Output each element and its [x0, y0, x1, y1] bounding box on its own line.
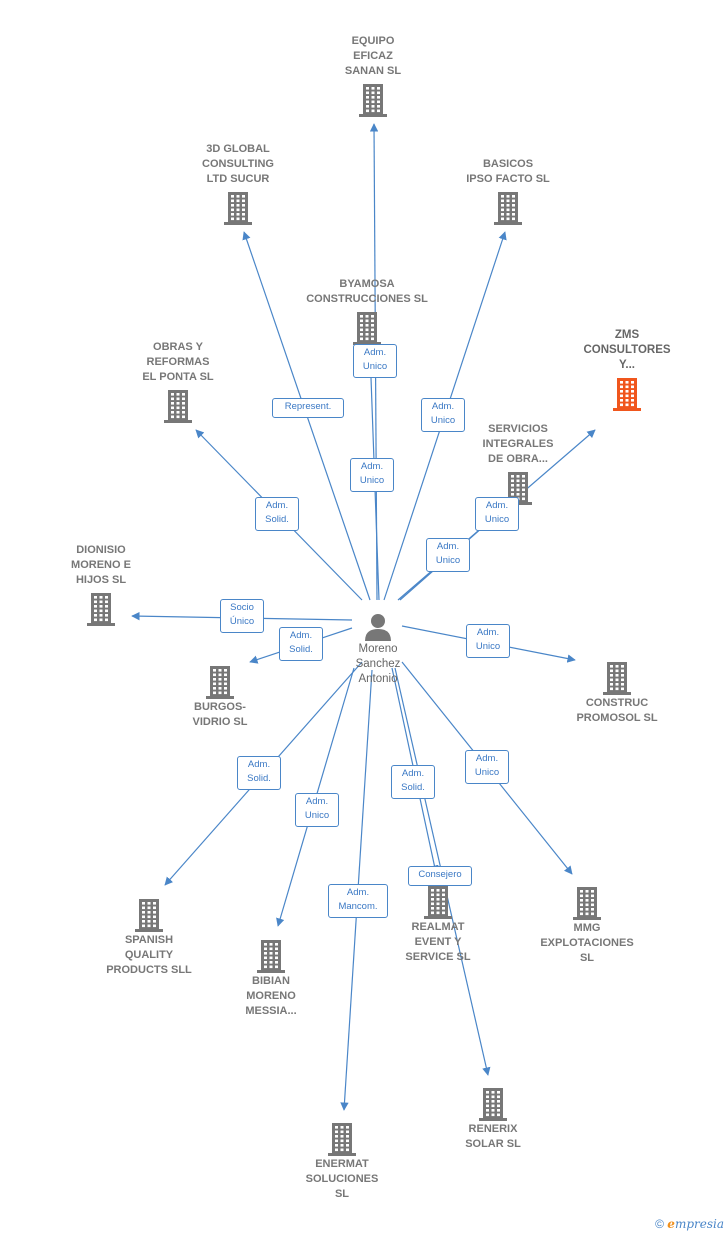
building-icon [206, 666, 234, 699]
company-node-byamosa[interactable]: BYAMOSA CONSTRUCCIONES SL [292, 277, 442, 346]
company-node-burgos[interactable]: BURGOS- VIDRIO SL [145, 661, 295, 730]
relation-label-burgos[interactable]: Adm. Solid. [279, 627, 323, 661]
company-name: BURGOS- VIDRIO SL [192, 701, 248, 728]
company-node-zms[interactable]: ZMS CONSULTORES Y... [552, 328, 702, 412]
company-name: SPANISH QUALITY PRODUCTS SLL [106, 934, 192, 976]
company-node-realmat[interactable]: REALMAT EVENT Y SERVICE SL [363, 881, 513, 965]
relation-label-enermat[interactable]: Adm. Mancom. [328, 884, 388, 918]
relation-label-equipo[interactable]: Adm. Unico [353, 344, 397, 378]
company-node-basicos[interactable]: BASICOS IPSO FACTO SL [433, 157, 583, 226]
company-name: OBRAS Y REFORMAS EL PONTA SL [142, 341, 214, 383]
person-icon [365, 614, 391, 641]
building-icon [328, 1123, 356, 1156]
company-name: 3D GLOBAL CONSULTING LTD SUCUR [202, 143, 274, 185]
footer-brand: © empresia [655, 1217, 724, 1231]
company-name: REALMAT EVENT Y SERVICE SL [405, 921, 471, 963]
building-icon [494, 192, 522, 225]
company-name: BYAMOSA CONSTRUCCIONES SL [306, 278, 428, 305]
relation-label-renerix[interactable]: Consejero [408, 866, 472, 886]
relation-label-dionisio[interactable]: Socio Único [220, 599, 264, 633]
company-node-equipo[interactable]: EQUIPO EFICAZ SANAN SL [298, 34, 448, 118]
company-name: MMG EXPLOTACIONES SL [540, 922, 634, 964]
building-icon [359, 84, 387, 117]
relation-label-basicos[interactable]: Adm. Unico [421, 398, 465, 432]
relation-label-realmat[interactable]: Adm. Solid. [391, 765, 435, 799]
company-node-renerix[interactable]: RENERIX SOLAR SL [418, 1083, 568, 1152]
building-icon [424, 886, 452, 919]
company-node-3dglobal[interactable]: 3D GLOBAL CONSULTING LTD SUCUR [163, 142, 313, 226]
company-name: ENERMAT SOLUCIONES SL [305, 1158, 379, 1200]
company-node-construc[interactable]: CONSTRUC PROMOSOL SL [542, 657, 692, 726]
relation-label-spanish[interactable]: Adm. Solid. [237, 756, 281, 790]
empresia-logo[interactable]: empresia [667, 1217, 724, 1231]
company-node-obras[interactable]: OBRAS Y REFORMAS EL PONTA SL [103, 340, 253, 424]
copyright-icon: © [655, 1217, 664, 1231]
building-icon [224, 192, 252, 225]
person-name: Moreno Sanchez Antonio [355, 643, 401, 685]
building-icon [87, 593, 115, 626]
company-name: DIONISIO MORENO E HIJOS SL [71, 544, 131, 586]
company-node-bibian[interactable]: BIBIAN MORENO MESSIA... [196, 935, 346, 1019]
relation-label-byamosa[interactable]: Adm. Unico [350, 458, 394, 492]
company-node-enermat[interactable]: ENERMAT SOLUCIONES SL [267, 1118, 417, 1202]
company-name: SERVICIOS INTEGRALES DE OBRA... [482, 423, 554, 465]
company-name: BASICOS IPSO FACTO SL [466, 158, 550, 185]
relation-label-zms[interactable]: Adm. Unico [475, 497, 519, 531]
relation-label-3dglobal[interactable]: Represent. [272, 398, 344, 418]
company-name: CONSTRUC PROMOSOL SL [576, 697, 658, 724]
building-icon [353, 312, 381, 345]
company-name: EQUIPO EFICAZ SANAN SL [344, 35, 402, 77]
building-icon [135, 899, 163, 932]
company-name: BIBIAN MORENO MESSIA... [245, 975, 297, 1017]
relation-label-mmg[interactable]: Adm. Unico [465, 750, 509, 784]
building-icon [573, 887, 601, 920]
building-icon [613, 378, 641, 411]
building-icon [257, 940, 285, 973]
relation-label-obras[interactable]: Adm. Solid. [255, 497, 299, 531]
company-node-dionisio[interactable]: DIONISIO MORENO E HIJOS SL [26, 543, 176, 627]
relation-label-bibian[interactable]: Adm. Unico [295, 793, 339, 827]
building-icon [479, 1088, 507, 1121]
relation-label-servicios[interactable]: Adm. Unico [426, 538, 470, 572]
company-node-servicios[interactable]: SERVICIOS INTEGRALES DE OBRA... [443, 422, 593, 506]
company-name: RENERIX SOLAR SL [465, 1123, 521, 1150]
person-node[interactable]: Moreno Sanchez Antonio [328, 612, 428, 687]
building-icon [164, 390, 192, 423]
relation-label-construc[interactable]: Adm. Unico [466, 624, 510, 658]
company-name: ZMS CONSULTORES Y... [583, 329, 671, 371]
building-icon [603, 662, 631, 695]
company-node-spanish[interactable]: SPANISH QUALITY PRODUCTS SLL [74, 894, 224, 978]
company-node-mmg[interactable]: MMG EXPLOTACIONES SL [512, 882, 662, 966]
